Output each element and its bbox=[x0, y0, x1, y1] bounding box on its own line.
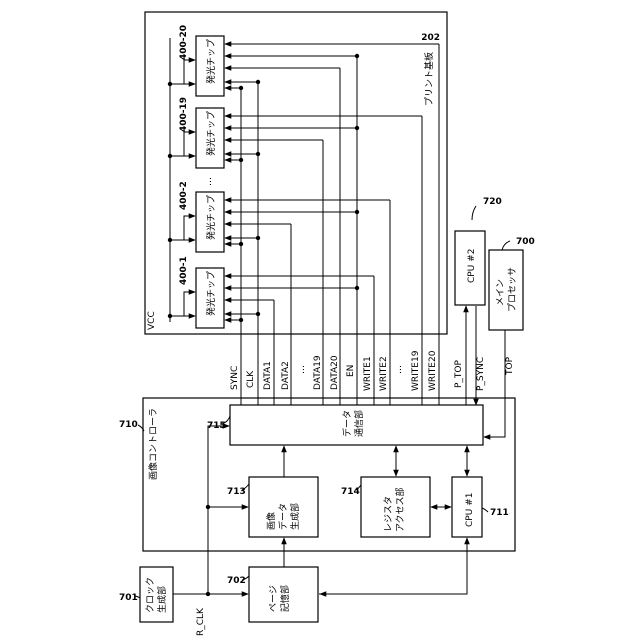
cpu2-ref: 720 bbox=[483, 197, 502, 207]
chip-ref: 400-19 bbox=[179, 97, 189, 132]
wire-top bbox=[484, 330, 505, 437]
vcc-junction-1 bbox=[168, 238, 172, 242]
cpu1-box: CPU #1 711 bbox=[452, 477, 509, 537]
vcc-junction-0 bbox=[168, 314, 172, 318]
vcc-branch-b-0 bbox=[184, 292, 195, 316]
controller-ref: 710 bbox=[119, 420, 138, 430]
page-memory-label-1: ページ bbox=[269, 585, 279, 612]
junction-en-0 bbox=[355, 286, 359, 290]
vcc-junction-3 bbox=[168, 82, 172, 86]
chip-ref: 400-1 bbox=[179, 256, 189, 285]
page-memory-label-2: 記憶部 bbox=[279, 585, 291, 612]
signal-label-clk: CLK bbox=[246, 370, 256, 388]
junction-sync-1 bbox=[239, 242, 243, 246]
page-memory-ref: 702 bbox=[227, 576, 246, 586]
main-processor-label-1: メイン bbox=[496, 279, 506, 306]
signal-label-write20: WRITE20 bbox=[428, 350, 438, 391]
chip-label: 発光チップ bbox=[205, 111, 217, 156]
image-gen-ref: 713 bbox=[227, 487, 246, 497]
vcc-branch-b-3 bbox=[184, 60, 195, 84]
register-access-label-2: アクセス部 bbox=[394, 487, 406, 532]
signal-label-top: TOP bbox=[505, 356, 515, 376]
register-access-box: レジスタ アクセス部 714 bbox=[341, 477, 430, 537]
cpu1-ref: 711 bbox=[490, 508, 509, 518]
signal-label-data19: DATA19 bbox=[313, 355, 323, 390]
main-processor-ref: 700 bbox=[516, 237, 535, 247]
data-comm-ref: 715 bbox=[207, 421, 226, 431]
chip-label: 発光チップ bbox=[205, 39, 217, 84]
junction-clk-1 bbox=[256, 236, 260, 240]
clock-gen-label-2: 生成部 bbox=[156, 586, 168, 613]
vcc-label: VCC bbox=[147, 311, 157, 330]
main-processor-label-2: プロセッサ bbox=[507, 267, 518, 312]
data-comm-label-1: データ bbox=[341, 410, 353, 437]
vcc-junction-2 bbox=[168, 154, 172, 158]
register-access-ref: 714 bbox=[341, 487, 360, 497]
vcc-branch-b-1 bbox=[184, 216, 195, 240]
register-access-label-1: レジスタ bbox=[383, 496, 394, 532]
clock-gen-box: クロック 生成部 701 bbox=[119, 567, 173, 622]
signal-label-sync: SYNC bbox=[230, 366, 240, 390]
chip-label: 発光チップ bbox=[205, 195, 217, 240]
clock-gen-ref: 701 bbox=[119, 593, 138, 603]
cpu1-label: CPU #1 bbox=[465, 493, 475, 527]
signal-label-data1: DATA1 bbox=[263, 361, 273, 390]
signal-label-p-sync: P_SYNC bbox=[476, 357, 486, 391]
image-gen-label-1: 画像 bbox=[265, 512, 277, 530]
signal-labels: SYNC CLK DATA1 DATA2 … DATA19 DATA20 EN … bbox=[230, 350, 515, 391]
data-comm-label-2: 通信部 bbox=[353, 410, 365, 437]
junction-rclk-1 bbox=[206, 592, 210, 596]
data-comm-box: データ 通信部 715 bbox=[207, 405, 483, 445]
main-processor-box: メイン プロセッサ 700 bbox=[489, 237, 535, 330]
controller-label: 画像コントローラ bbox=[147, 408, 159, 480]
junction-rclk-2 bbox=[206, 505, 210, 509]
junction-clk-3 bbox=[256, 80, 260, 84]
cpu2-label: CPU #2 bbox=[467, 249, 477, 283]
junction-clk-2 bbox=[256, 152, 260, 156]
chip-label: 発光チップ bbox=[205, 271, 217, 316]
junction-en-1 bbox=[355, 210, 359, 214]
chip-ellipsis: … bbox=[204, 177, 214, 186]
chip-ref: 400-20 bbox=[179, 25, 189, 60]
wire-rclk-comm bbox=[208, 426, 229, 507]
signal-ellipsis: … bbox=[297, 365, 307, 374]
image-gen-label-2: データ bbox=[277, 503, 289, 530]
junction-sync-2 bbox=[239, 158, 243, 162]
board-ref: 202 bbox=[421, 33, 440, 43]
signal-label-write1: WRITE1 bbox=[363, 356, 373, 391]
signal-ellipsis-2: … bbox=[394, 365, 404, 374]
vcc-branch-b-2 bbox=[184, 132, 195, 156]
junction-en-2 bbox=[355, 126, 359, 130]
signal-label-p-top: P_TOP bbox=[454, 359, 464, 388]
signal-label-data2: DATA2 bbox=[281, 361, 291, 390]
wire-pagemem-cpu1 bbox=[319, 538, 467, 594]
image-gen-label-3: 生成部 bbox=[289, 503, 301, 530]
board-label: プリント基板 bbox=[423, 52, 435, 106]
chip-400-20: 発光チップ 400-20 bbox=[179, 25, 224, 96]
chip-400-19: 発光チップ 400-19 bbox=[179, 97, 224, 168]
signal-label-en: EN bbox=[346, 365, 356, 377]
chip-400-2: 発光チップ 400-2 bbox=[179, 181, 224, 252]
signal-label-data20: DATA20 bbox=[330, 355, 340, 390]
junction-en-3 bbox=[355, 54, 359, 58]
junction-clk-0 bbox=[256, 312, 260, 316]
junction-sync-0 bbox=[239, 318, 243, 322]
clock-gen-label-1: クロック bbox=[145, 577, 156, 613]
chip-ref: 400-2 bbox=[179, 181, 189, 210]
junction-sync-3 bbox=[239, 86, 243, 90]
signal-label-write2: WRITE2 bbox=[379, 356, 389, 391]
signal-label-write19: WRITE19 bbox=[411, 350, 421, 391]
r-clk-label: R_CLK bbox=[196, 607, 206, 636]
